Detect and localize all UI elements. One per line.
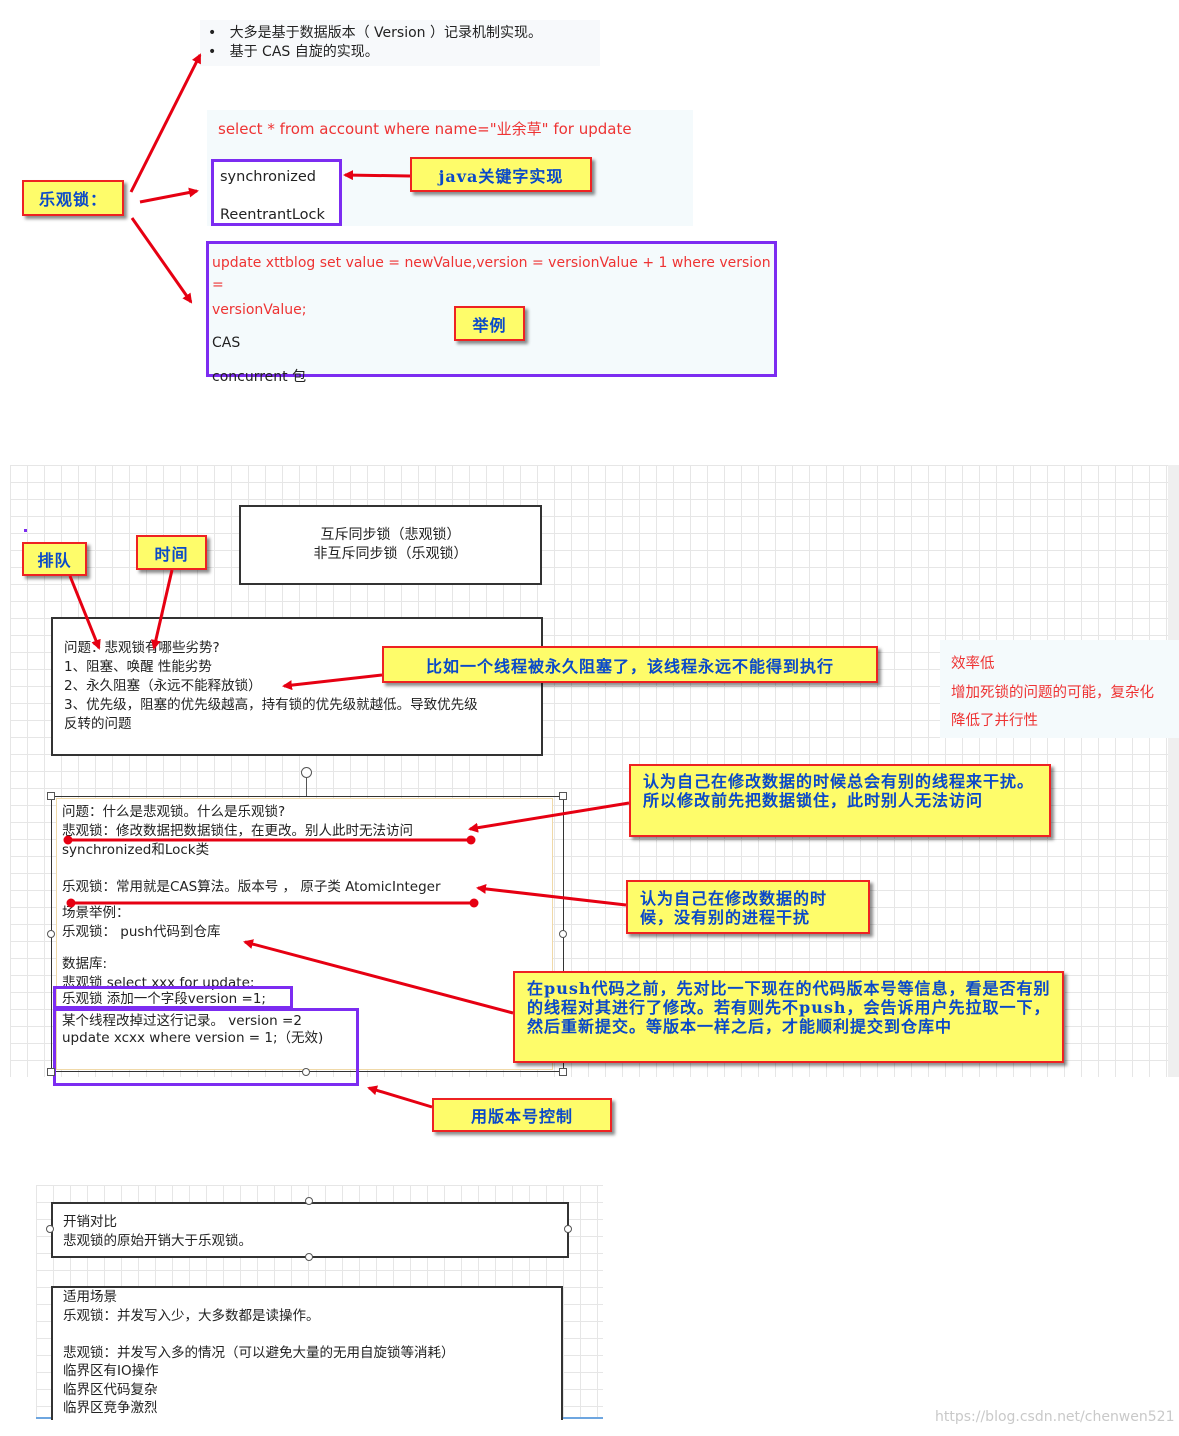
grid-edge [1168, 465, 1179, 1077]
cas-text: CAS [212, 335, 241, 351]
version-highlight [53, 1008, 359, 1086]
dot [24, 529, 27, 532]
what-question: 问题：什么是悲观锁。什么是乐观锁? [62, 804, 286, 820]
cost-line: 开销对比 [63, 1214, 117, 1230]
connector-handle[interactable] [305, 1197, 313, 1205]
push-note: 在push代码之前，先对比一下现在的代码版本号等信息，看是否有别的线程对其进行了… [513, 971, 1064, 1063]
bullet-list: • 大多是基于数据版本（ Version ）记录机制实现。 • 基于 CAS 自… [200, 20, 600, 66]
connector-handle[interactable] [559, 930, 567, 938]
arrow [367, 1085, 433, 1109]
cost-line: 悲观锁的原始开销大于乐观锁。 [63, 1233, 252, 1249]
block-note: 比如一个线程被永久阻塞了，该线程永远不能得到执行 [382, 646, 878, 683]
pessimistic-impl: synchronized和Lock类 [62, 842, 210, 858]
optimistic-lock-label: 乐观锁： [22, 180, 124, 216]
arrow [468, 801, 630, 833]
update-sql-line: update xttblog set value = newValue,vers… [212, 255, 771, 293]
bullet-item: • 基于 CAS 自旋的实现。 [208, 44, 379, 60]
connector-handle[interactable] [564, 1225, 572, 1233]
queue-note: 排队 [22, 542, 87, 576]
problem-line: 1、阻塞、唤醒 性能劣势 [64, 659, 212, 675]
scene-title: 场景举例： [62, 905, 130, 921]
connector-handle[interactable] [305, 1253, 313, 1261]
concurrent-text: concurrent 包 [212, 369, 307, 385]
mutex-line: 互斥同步锁（悲观锁） [320, 527, 461, 543]
pessimistic-note: 认为自己在修改数据的时候总会有别的线程来干扰。所以修改前先把数据锁住，此时别人无… [629, 764, 1051, 837]
java-keyword-note: java关键字实现 [410, 157, 592, 192]
scene-example: 乐观锁： push代码到仓库 [62, 924, 221, 940]
resize-handle[interactable] [47, 1068, 55, 1076]
connector-handle[interactable] [302, 1068, 310, 1076]
time-note: 时间 [136, 535, 207, 570]
side-note: 效率低 [951, 656, 995, 672]
scene-box: 适用场景 乐观锁：并发写入少，大多数都是读操作。 悲观锁：并发写入多的情况（可以… [51, 1286, 563, 1420]
for-update-highlight [53, 986, 293, 1009]
resize-handle[interactable] [47, 792, 55, 800]
mutex-box: 互斥同步锁（悲观锁） 非互斥同步锁（乐观锁） [239, 505, 542, 585]
sync-item: ReentrantLock [220, 207, 325, 223]
scene-line: 临界区代码复杂 [63, 1381, 158, 1398]
scene-line: 乐观锁：并发写入少，大多数都是读操作。 [63, 1307, 320, 1324]
underline-dot [466, 835, 476, 845]
side-note: 增加死锁的问题的可能，复杂化 [951, 684, 1154, 701]
problem-line: 3、优先级，阻塞的优先级越高，持有锁的优先级就越低。导致优先级 [64, 697, 478, 713]
optimistic-note: 认为自己在修改数据的时候，没有别的进程干扰 [626, 880, 870, 934]
scene-line: 临界区有IO操作 [63, 1363, 159, 1379]
problem-line: 反转的问题 [64, 716, 132, 732]
connector-handle[interactable] [46, 1225, 54, 1233]
resize-handle[interactable] [559, 792, 567, 800]
problem-line: 2、永久阻塞（永远不能释放锁） [64, 678, 262, 694]
db-optimistic: 乐观锁 添加一个字段version =1; [62, 991, 266, 1007]
arrow [282, 673, 383, 691]
sync-box: synchronized ReentrantLock [211, 159, 342, 226]
underline-dot [63, 835, 73, 845]
example-note: 举例 [454, 306, 525, 341]
connector-handle[interactable] [47, 930, 55, 938]
scene-line: 适用场景 [63, 1289, 117, 1305]
arrow [130, 217, 193, 304]
rotate-stem [306, 778, 307, 796]
problem-box: 问题：悲观锁有哪些劣势? 1、阻塞、唤醒 性能劣势 2、永久阻塞（永远不能释放锁… [51, 617, 543, 756]
what-box-text: 问题：什么是悲观锁。什么是乐观锁? 悲观锁：修改数据把数据锁住，在更改。别人此时… [62, 803, 552, 1048]
arrow [68, 575, 101, 650]
scene-line: 悲观锁：并发写入多的情况（可以避免大量的无用自旋锁等消耗） [63, 1344, 455, 1361]
arrow [343, 170, 411, 181]
update-sql-line: versionValue; [212, 302, 307, 318]
resize-handle[interactable] [559, 1068, 567, 1076]
version-control-note: 用版本号控制 [432, 1098, 612, 1132]
watermark: https://blog.csdn.net/chenwen521 [935, 1409, 1175, 1425]
arrow [129, 53, 202, 193]
side-note: 降低了并行性 [951, 713, 1038, 729]
scene-line: 临界区竞争激烈 [63, 1400, 158, 1416]
db-title: 数据库: [62, 956, 108, 972]
mutex-line: 非互斥同步锁（乐观锁） [313, 546, 468, 562]
db-change: 某个线程改掉过这行记录。 version =2 [62, 1013, 302, 1029]
arrow [139, 187, 199, 204]
arrow [476, 883, 627, 907]
problem-line: 问题：悲观锁有哪些劣势? [64, 640, 220, 656]
bullet-item: • 大多是基于数据版本（ Version ）记录机制实现。 [208, 25, 542, 41]
underline-dot [469, 898, 479, 908]
sync-item: synchronized [220, 169, 316, 185]
optimistic-def: 乐观锁：常用就是CAS算法。版本号 ， 原子类 AtomicInteger [62, 879, 441, 895]
select-sql: select * from account where name="业余草" f… [218, 120, 632, 138]
arrow [243, 939, 514, 1015]
pessimistic-def: 悲观锁：修改数据把数据锁住，在更改。别人此时无法访问 [62, 823, 413, 839]
underline-dot [66, 898, 76, 908]
rotate-handle[interactable] [301, 767, 312, 778]
arrow [150, 569, 174, 650]
db-update: update xcxx where version = 1;（无效) [62, 1030, 324, 1046]
side-notes-panel: 效率低 增加死锁的问题的可能，复杂化 降低了并行性 [940, 640, 1179, 738]
